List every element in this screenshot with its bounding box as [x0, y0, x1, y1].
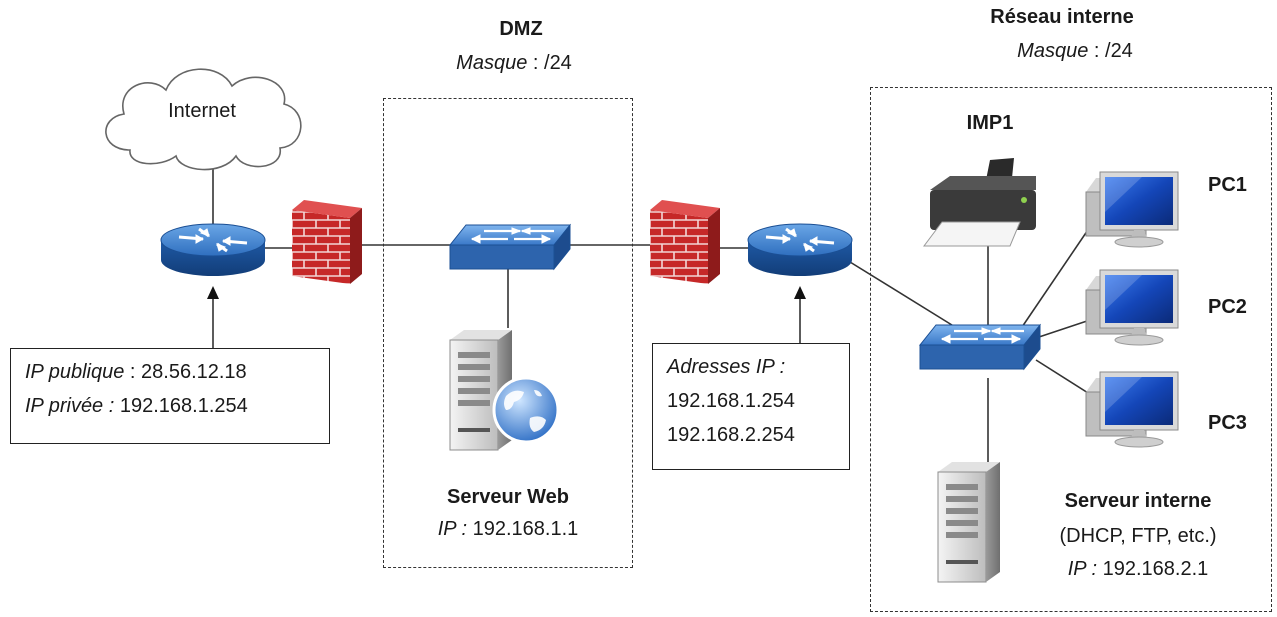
internal-network-mask: Masque : /24	[1017, 40, 1133, 63]
internal-server-ip: IP : 192.168.2.1	[1068, 558, 1209, 581]
router-left-icon	[159, 222, 267, 278]
internal-network-title: Réseau interne	[990, 6, 1134, 28]
router-left-info-box: IP publique : 28.56.12.18 IP privée : 19…	[10, 348, 330, 444]
web-server-ip: IP : 192.168.1.1	[438, 518, 579, 541]
network-links	[212, 162, 1097, 470]
web-server-ip-label: IP :	[437, 518, 468, 540]
pc2-label: PC2	[1208, 296, 1247, 318]
web-server-name: Serveur Web	[447, 486, 569, 508]
printer-label: IMP1	[966, 112, 1014, 134]
pc3-label: PC3	[1208, 412, 1247, 434]
internal-mask-label: Masque	[1017, 40, 1089, 62]
ip-address-2: 192.168.2.254	[667, 424, 795, 446]
dmz-zone	[383, 98, 633, 568]
dmz-mask-label: Masque	[456, 52, 528, 74]
web-server-icon	[449, 329, 560, 451]
internet-label: Internet	[168, 100, 236, 122]
dmz-mask: Masque : /24	[456, 52, 572, 75]
public-ip-row: IP publique : 28.56.12.18	[25, 355, 315, 389]
router-right-info-box: Adresses IP : 192.168.1.254 192.168.2.25…	[652, 343, 850, 470]
internal-server-name: Serveur interne	[1064, 490, 1212, 512]
cloud-icon	[105, 68, 302, 171]
link-router-lan-switch	[849, 261, 961, 331]
ip-addresses-label: Adresses IP :	[667, 356, 786, 378]
web-server-ip-value: 192.168.1.1	[467, 518, 579, 540]
firewall-right-icon	[650, 200, 720, 284]
printer-icon	[923, 158, 1036, 247]
arrowhead-right-icon	[794, 286, 806, 299]
private-ip-label: IP privée :	[25, 395, 115, 417]
internal-server-ip-value: 192.168.2.1	[1097, 558, 1209, 580]
router-right-icon	[746, 222, 854, 278]
internal-mask-value: : /24	[1088, 40, 1133, 62]
arrowhead-left-icon	[207, 286, 219, 299]
dmz-mask-value: : /24	[527, 52, 572, 74]
link-switch-pc1	[1019, 217, 1097, 331]
internal-server-services: (DHCP, FTP, etc.)	[1059, 525, 1217, 547]
public-ip-label: IP publique	[25, 361, 125, 383]
firewall-left-icon	[292, 200, 362, 284]
public-ip-value: : 28.56.12.18	[124, 361, 247, 383]
internal-server-ip-label: IP :	[1067, 558, 1098, 580]
private-ip-row: IP privée : 192.168.1.254	[25, 389, 315, 423]
private-ip-value: 192.168.1.254	[114, 395, 248, 417]
internal-network-zone	[870, 87, 1272, 612]
ip-address-1: 192.168.1.254	[667, 390, 795, 412]
dmz-title: DMZ	[499, 18, 543, 40]
pc1-label: PC1	[1208, 174, 1247, 196]
